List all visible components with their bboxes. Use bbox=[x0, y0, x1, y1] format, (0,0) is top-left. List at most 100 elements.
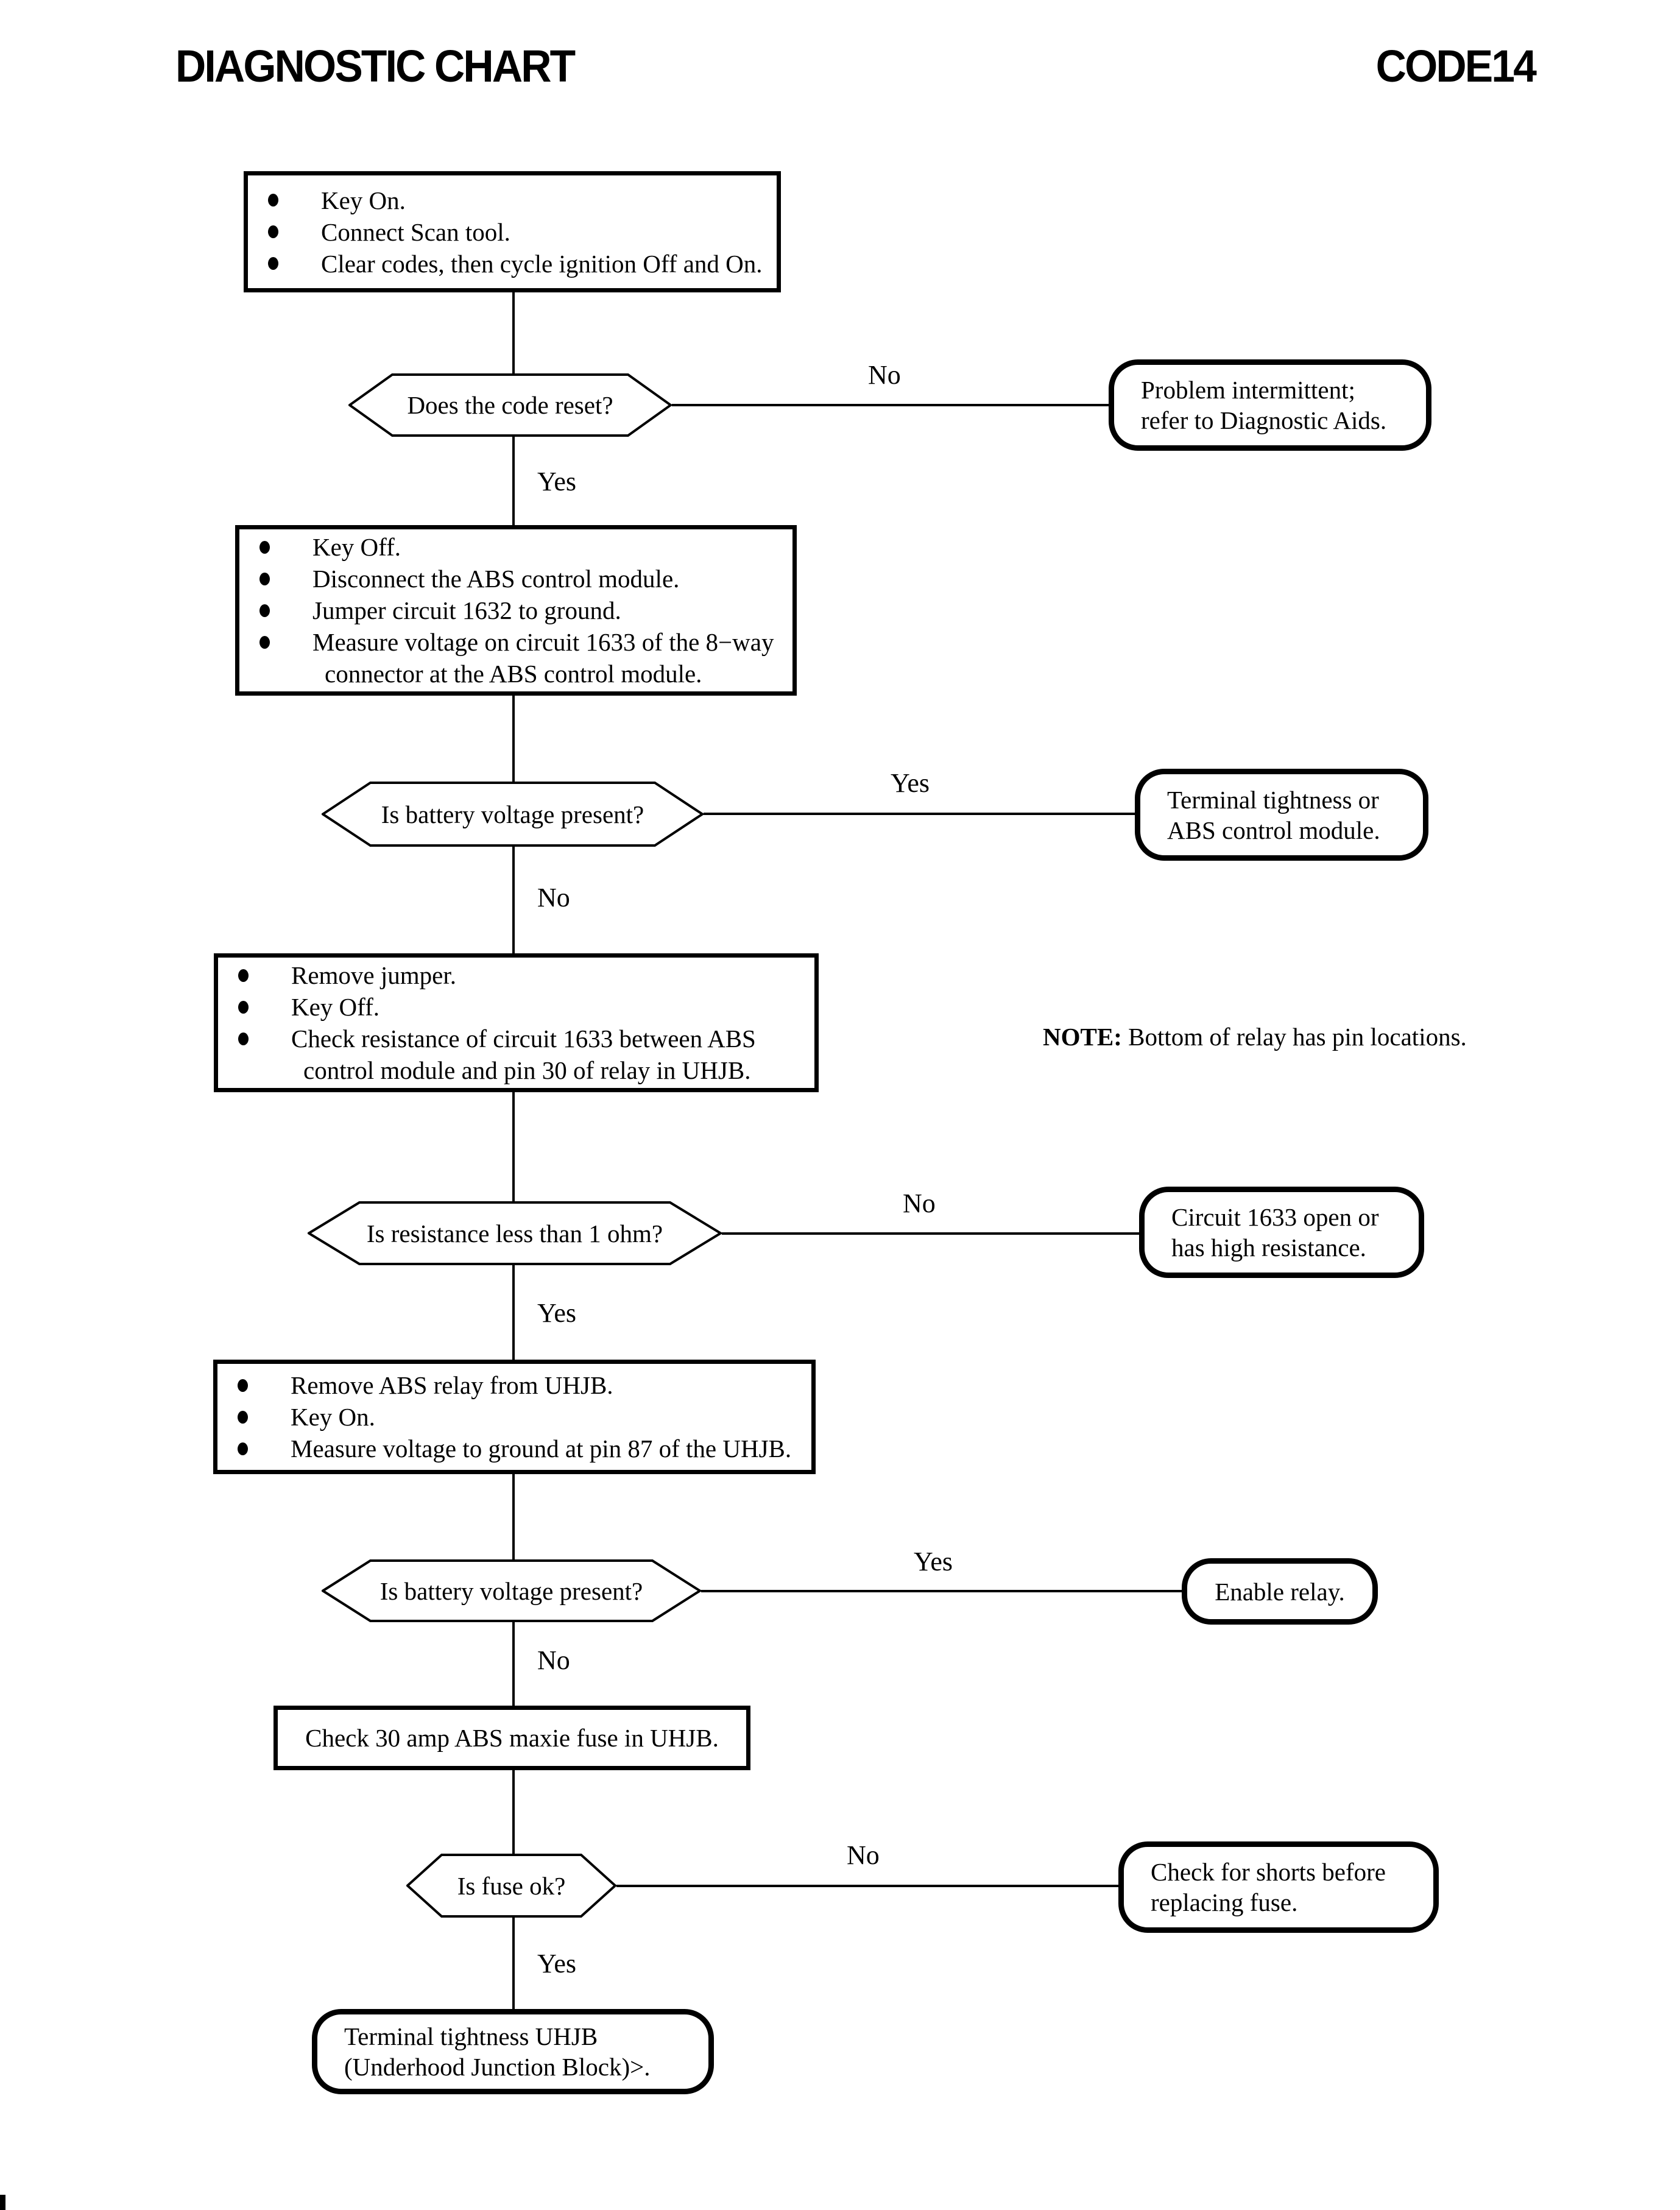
step-text: Key On. bbox=[291, 1403, 375, 1431]
step-text-continued: connector at the ABS control module. bbox=[325, 660, 702, 688]
bullet-icon bbox=[268, 225, 278, 238]
bullet-icon bbox=[259, 635, 270, 649]
step-text: Remove ABS relay from UHJB. bbox=[291, 1371, 613, 1399]
bullet-icon bbox=[259, 540, 270, 554]
bullet-item: Key On. bbox=[248, 185, 777, 216]
note-text: Bottom of relay has pin locations. bbox=[1128, 1023, 1467, 1051]
terminal-text: Terminal tightness or bbox=[1167, 785, 1379, 814]
decision-resistance-less-1-ohm: Is resistance less than 1 ohm? bbox=[308, 1201, 722, 1265]
step-text: Check 30 amp ABS maxie fuse in UHJB. bbox=[305, 1724, 719, 1752]
edge-label-yes: Yes bbox=[537, 1949, 577, 1979]
step-text: Measure voltage to ground at pin 87 of t… bbox=[291, 1435, 792, 1463]
connector-line bbox=[512, 292, 515, 373]
hexagon-shape bbox=[308, 1201, 722, 1265]
connector-line bbox=[512, 1474, 515, 1559]
bullet-item: Jumper circuit 1632 to ground. bbox=[239, 595, 792, 626]
terminal-text: has high resistance. bbox=[1171, 1234, 1366, 1262]
bullet-icon bbox=[238, 1032, 249, 1045]
edge-label-no: No bbox=[903, 1188, 936, 1218]
page-code: CODE14 bbox=[1375, 41, 1537, 91]
terminal-text: Enable relay. bbox=[1215, 1577, 1345, 1606]
step-box-remove-abs-relay: Remove ABS relay from UHJB. Key On. Meas… bbox=[213, 1360, 816, 1474]
terminal-check-for-shorts: Check for shorts before replacing fuse. bbox=[1118, 1841, 1439, 1933]
bullet-item: Connect Scan tool. bbox=[248, 216, 777, 248]
bullet-icon bbox=[238, 969, 249, 982]
bullet-icon bbox=[268, 194, 278, 207]
connector-line bbox=[512, 1918, 515, 2009]
step-box-key-on: Key On. Connect Scan tool. Clear codes, … bbox=[244, 171, 781, 292]
note-annotation: NOTE: Bottom of relay has pin locations. bbox=[1043, 1022, 1467, 1051]
step-box-check-fuse: Check 30 amp ABS maxie fuse in UHJB. bbox=[274, 1706, 750, 1770]
decision-question: Does the code reset? bbox=[407, 391, 613, 419]
page-title: DIAGNOSTIC CHART bbox=[175, 41, 576, 91]
step-text: Measure voltage on circuit 1633 of the 8… bbox=[312, 628, 774, 656]
bullet-item: Remove jumper. bbox=[218, 959, 814, 991]
terminal-terminal-tightness-uhjb: Terminal tightness UHJB (Underhood Junct… bbox=[312, 2009, 714, 2094]
bullet-icon bbox=[268, 257, 278, 270]
edge-label-yes: Yes bbox=[891, 768, 930, 798]
terminal-text: Terminal tightness UHJB bbox=[344, 2022, 598, 2050]
hexagon-shape bbox=[406, 1854, 616, 1918]
bullet-icon bbox=[238, 1442, 248, 1455]
connector-line bbox=[616, 1885, 1118, 1887]
step-text: Key Off. bbox=[291, 993, 379, 1021]
terminal-text: refer to Diagnostic Aids. bbox=[1141, 406, 1387, 434]
step-text: Remove jumper. bbox=[291, 961, 457, 989]
step-box-jumper-circuit: Key Off. Disconnect the ABS control modu… bbox=[235, 525, 797, 696]
hexagon-shape bbox=[348, 373, 672, 437]
bullet-icon bbox=[238, 1000, 249, 1014]
terminal-text: replacing fuse. bbox=[1151, 1888, 1298, 1916]
connector-line bbox=[512, 1770, 515, 1854]
connector-line bbox=[512, 1265, 515, 1360]
step-box-check-resistance: Remove jumper. Key Off. Check resistance… bbox=[214, 953, 819, 1092]
connector-line bbox=[722, 1232, 1139, 1235]
step-text: Key On. bbox=[321, 186, 406, 214]
bullet-item: Disconnect the ABS control module. bbox=[239, 563, 792, 595]
bullet-item: Measure voltage on circuit 1633 of the 8… bbox=[239, 626, 792, 658]
bullet-icon bbox=[259, 604, 270, 617]
connector-line bbox=[512, 1622, 515, 1706]
decision-question: Is battery voltage present? bbox=[381, 800, 644, 828]
connector-line bbox=[704, 813, 1135, 815]
bullet-item: Clear codes, then cycle ignition Off and… bbox=[248, 248, 777, 280]
connector-line bbox=[512, 1092, 515, 1201]
edge-label-no: No bbox=[847, 1840, 880, 1870]
connector-line bbox=[672, 404, 1109, 406]
bullet-item: Remove ABS relay from UHJB. bbox=[217, 1369, 811, 1401]
bullet-item: Check resistance of circuit 1633 between… bbox=[218, 1023, 814, 1054]
terminal-problem-intermittent: Problem intermittent; refer to Diagnosti… bbox=[1109, 359, 1431, 451]
connector-line bbox=[512, 847, 515, 953]
hexagon-shape bbox=[322, 782, 704, 847]
decision-battery-voltage-2: Is battery voltage present? bbox=[322, 1559, 701, 1622]
edge-label-no: No bbox=[537, 883, 570, 913]
decision-question: Is battery voltage present? bbox=[379, 1576, 643, 1605]
decision-does-code-reset: Does the code reset? bbox=[348, 373, 672, 437]
terminal-text: Circuit 1633 open or bbox=[1171, 1203, 1379, 1231]
page-edge-mark bbox=[0, 2195, 5, 2210]
terminal-text: Check for shorts before bbox=[1151, 1858, 1386, 1886]
bullet-item: Key On. bbox=[217, 1401, 811, 1433]
step-text: Check resistance of circuit 1633 between… bbox=[291, 1025, 756, 1053]
connector-line bbox=[512, 437, 515, 525]
edge-label-yes: Yes bbox=[537, 467, 577, 496]
terminal-terminal-tightness-abs: Terminal tightness or ABS control module… bbox=[1135, 769, 1428, 861]
terminal-text: Problem intermittent; bbox=[1141, 376, 1355, 404]
connector-line bbox=[512, 696, 515, 782]
terminal-text: (Underhood Junction Block)>. bbox=[344, 2053, 651, 2081]
step-text: Disconnect the ABS control module. bbox=[312, 565, 680, 593]
bullet-item: Measure voltage to ground at pin 87 of t… bbox=[217, 1433, 811, 1464]
edge-label-no: No bbox=[537, 1645, 570, 1675]
edge-label-yes: Yes bbox=[914, 1547, 953, 1576]
step-text-continued: control module and pin 30 of relay in UH… bbox=[303, 1056, 751, 1084]
decision-is-fuse-ok: Is fuse ok? bbox=[406, 1854, 616, 1918]
terminal-enable-relay: Enable relay. bbox=[1182, 1558, 1378, 1625]
bullet-item: Key Off. bbox=[218, 991, 814, 1023]
decision-question: Is resistance less than 1 ohm? bbox=[366, 1219, 663, 1248]
step-text: Clear codes, then cycle ignition Off and… bbox=[321, 249, 763, 278]
bullet-icon bbox=[238, 1410, 248, 1424]
decision-battery-voltage-1: Is battery voltage present? bbox=[322, 782, 704, 847]
step-text: Jumper circuit 1632 to ground. bbox=[312, 596, 621, 624]
terminal-text: ABS control module. bbox=[1167, 816, 1380, 844]
step-text: Connect Scan tool. bbox=[321, 217, 510, 246]
